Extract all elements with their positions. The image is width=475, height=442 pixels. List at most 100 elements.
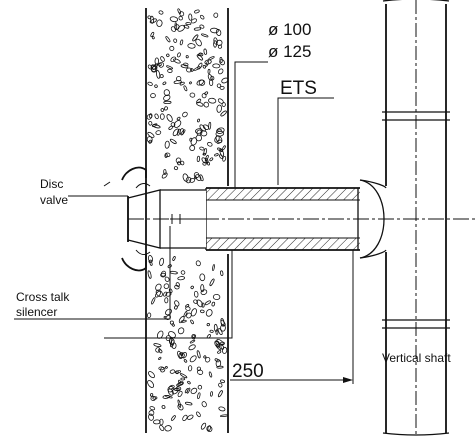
aggregate-stone <box>211 301 216 307</box>
aggregate-stone <box>164 425 172 432</box>
shaft-lower-coupling <box>382 319 450 329</box>
aggregate-stone <box>165 36 171 43</box>
aggregate-stone <box>171 342 177 349</box>
aggregate-stone <box>197 52 202 57</box>
aggregate-stone <box>167 68 173 74</box>
aggregate-stone <box>164 153 168 158</box>
aggregate-stone <box>169 16 179 23</box>
aggregate-stone <box>196 129 203 136</box>
vertical-shaft-label: Vertical shaft <box>382 351 451 365</box>
aggregate-stone <box>191 18 197 24</box>
aggregate-stone <box>190 68 194 72</box>
aggregate-stone <box>195 260 201 267</box>
aggregate-stone <box>169 138 177 144</box>
aggregate-stone <box>190 319 194 325</box>
aggregate-stone <box>215 329 219 335</box>
aggregate-stone <box>179 373 188 379</box>
aggregate-stone <box>183 24 190 29</box>
aggregate-stone <box>154 290 162 298</box>
aggregate-stone <box>207 141 213 147</box>
aggregate-stone <box>177 403 184 411</box>
aggregate-stone <box>212 264 215 272</box>
disc-valve-tick <box>103 181 111 187</box>
aggregate-stone <box>205 60 209 67</box>
aggregate-stone <box>183 85 188 92</box>
aggregate-stone <box>193 299 198 304</box>
aggregate-stone <box>175 386 182 392</box>
aggregate-stone <box>169 369 176 374</box>
aggregate-stone <box>168 331 176 339</box>
aggregate-stone <box>214 340 221 348</box>
aggregate-stone <box>187 43 196 49</box>
aggregate-stone <box>220 324 226 332</box>
aggregate-stone <box>197 369 204 375</box>
aggregate-stone <box>195 38 202 47</box>
aggregate-stone <box>197 118 200 123</box>
aggregate-stone <box>208 56 215 61</box>
aggregate-stone <box>206 425 213 433</box>
aggregate-stone <box>161 405 166 409</box>
aggregate-stone <box>176 52 181 58</box>
duct-insulation-bottom <box>206 238 360 250</box>
aggregate-stone <box>170 122 176 127</box>
aggregate-stone <box>217 98 224 104</box>
aggregate-stone <box>218 406 226 412</box>
aggregate-stone <box>158 366 165 371</box>
aggregate-stone <box>149 406 156 411</box>
aggregate-stone <box>173 166 179 171</box>
aggregate-stone <box>147 81 153 86</box>
length-dimension <box>230 250 354 384</box>
aggregate-stone <box>190 308 197 317</box>
aggregate-stone <box>165 366 168 369</box>
silencer-leader <box>14 226 171 320</box>
aggregate-stone <box>147 270 152 279</box>
shaft-upper-coupling <box>382 111 450 121</box>
aggregate-stone <box>180 129 186 136</box>
cross-talk-label-1: Cross talk <box>16 290 70 304</box>
aggregate-stone <box>204 300 212 306</box>
aggregate-stone <box>166 53 170 57</box>
aggregate-stone <box>148 139 153 144</box>
aggregate-stone <box>174 300 180 307</box>
aggregate-stone <box>219 148 225 157</box>
aggregate-stone <box>199 146 205 151</box>
aggregate-stone <box>189 137 193 142</box>
aggregate-stone <box>196 79 204 86</box>
aggregate-stone <box>152 396 158 400</box>
aggregate-stone <box>159 74 164 79</box>
aggregate-stone <box>158 348 163 354</box>
duct-insulation-top <box>206 188 360 200</box>
leaders <box>14 61 334 339</box>
aggregate-stone <box>159 113 165 120</box>
aggregate-stone <box>213 12 219 18</box>
aggregate-stone <box>200 130 208 137</box>
ets-label: ETS <box>280 78 317 99</box>
aggregate-stone <box>185 55 189 59</box>
aggregate-stone <box>155 70 161 79</box>
aggregate-stone <box>149 18 157 24</box>
shaft-bottom-break <box>382 432 450 436</box>
aggregate-stone <box>220 110 227 117</box>
aggregate-stone <box>183 359 188 363</box>
wall-aggregate-texture <box>146 8 229 433</box>
aggregate-stone <box>180 377 186 381</box>
aggregate-stone <box>177 276 186 281</box>
aggregate-stone <box>180 270 186 275</box>
aggregate-stone <box>154 113 159 120</box>
aggregate-stone <box>164 395 173 399</box>
aggregate-stone <box>155 289 163 297</box>
aggregate-stone <box>197 392 201 400</box>
aggregate-stone <box>196 366 202 371</box>
aggregate-stone <box>181 352 187 359</box>
aggregate-stone <box>179 39 184 46</box>
aggregate-stone <box>196 54 204 61</box>
aggregate-stone <box>151 297 156 305</box>
aggregate-stone <box>220 270 224 276</box>
aggregate-stone <box>207 425 211 431</box>
aggregate-stone <box>180 64 189 69</box>
aggregate-stone <box>220 318 225 327</box>
aggregate-stone <box>177 399 182 408</box>
aggregate-stone <box>217 350 222 354</box>
aggregate-stone <box>151 36 155 40</box>
aggregate-stone <box>208 97 217 104</box>
